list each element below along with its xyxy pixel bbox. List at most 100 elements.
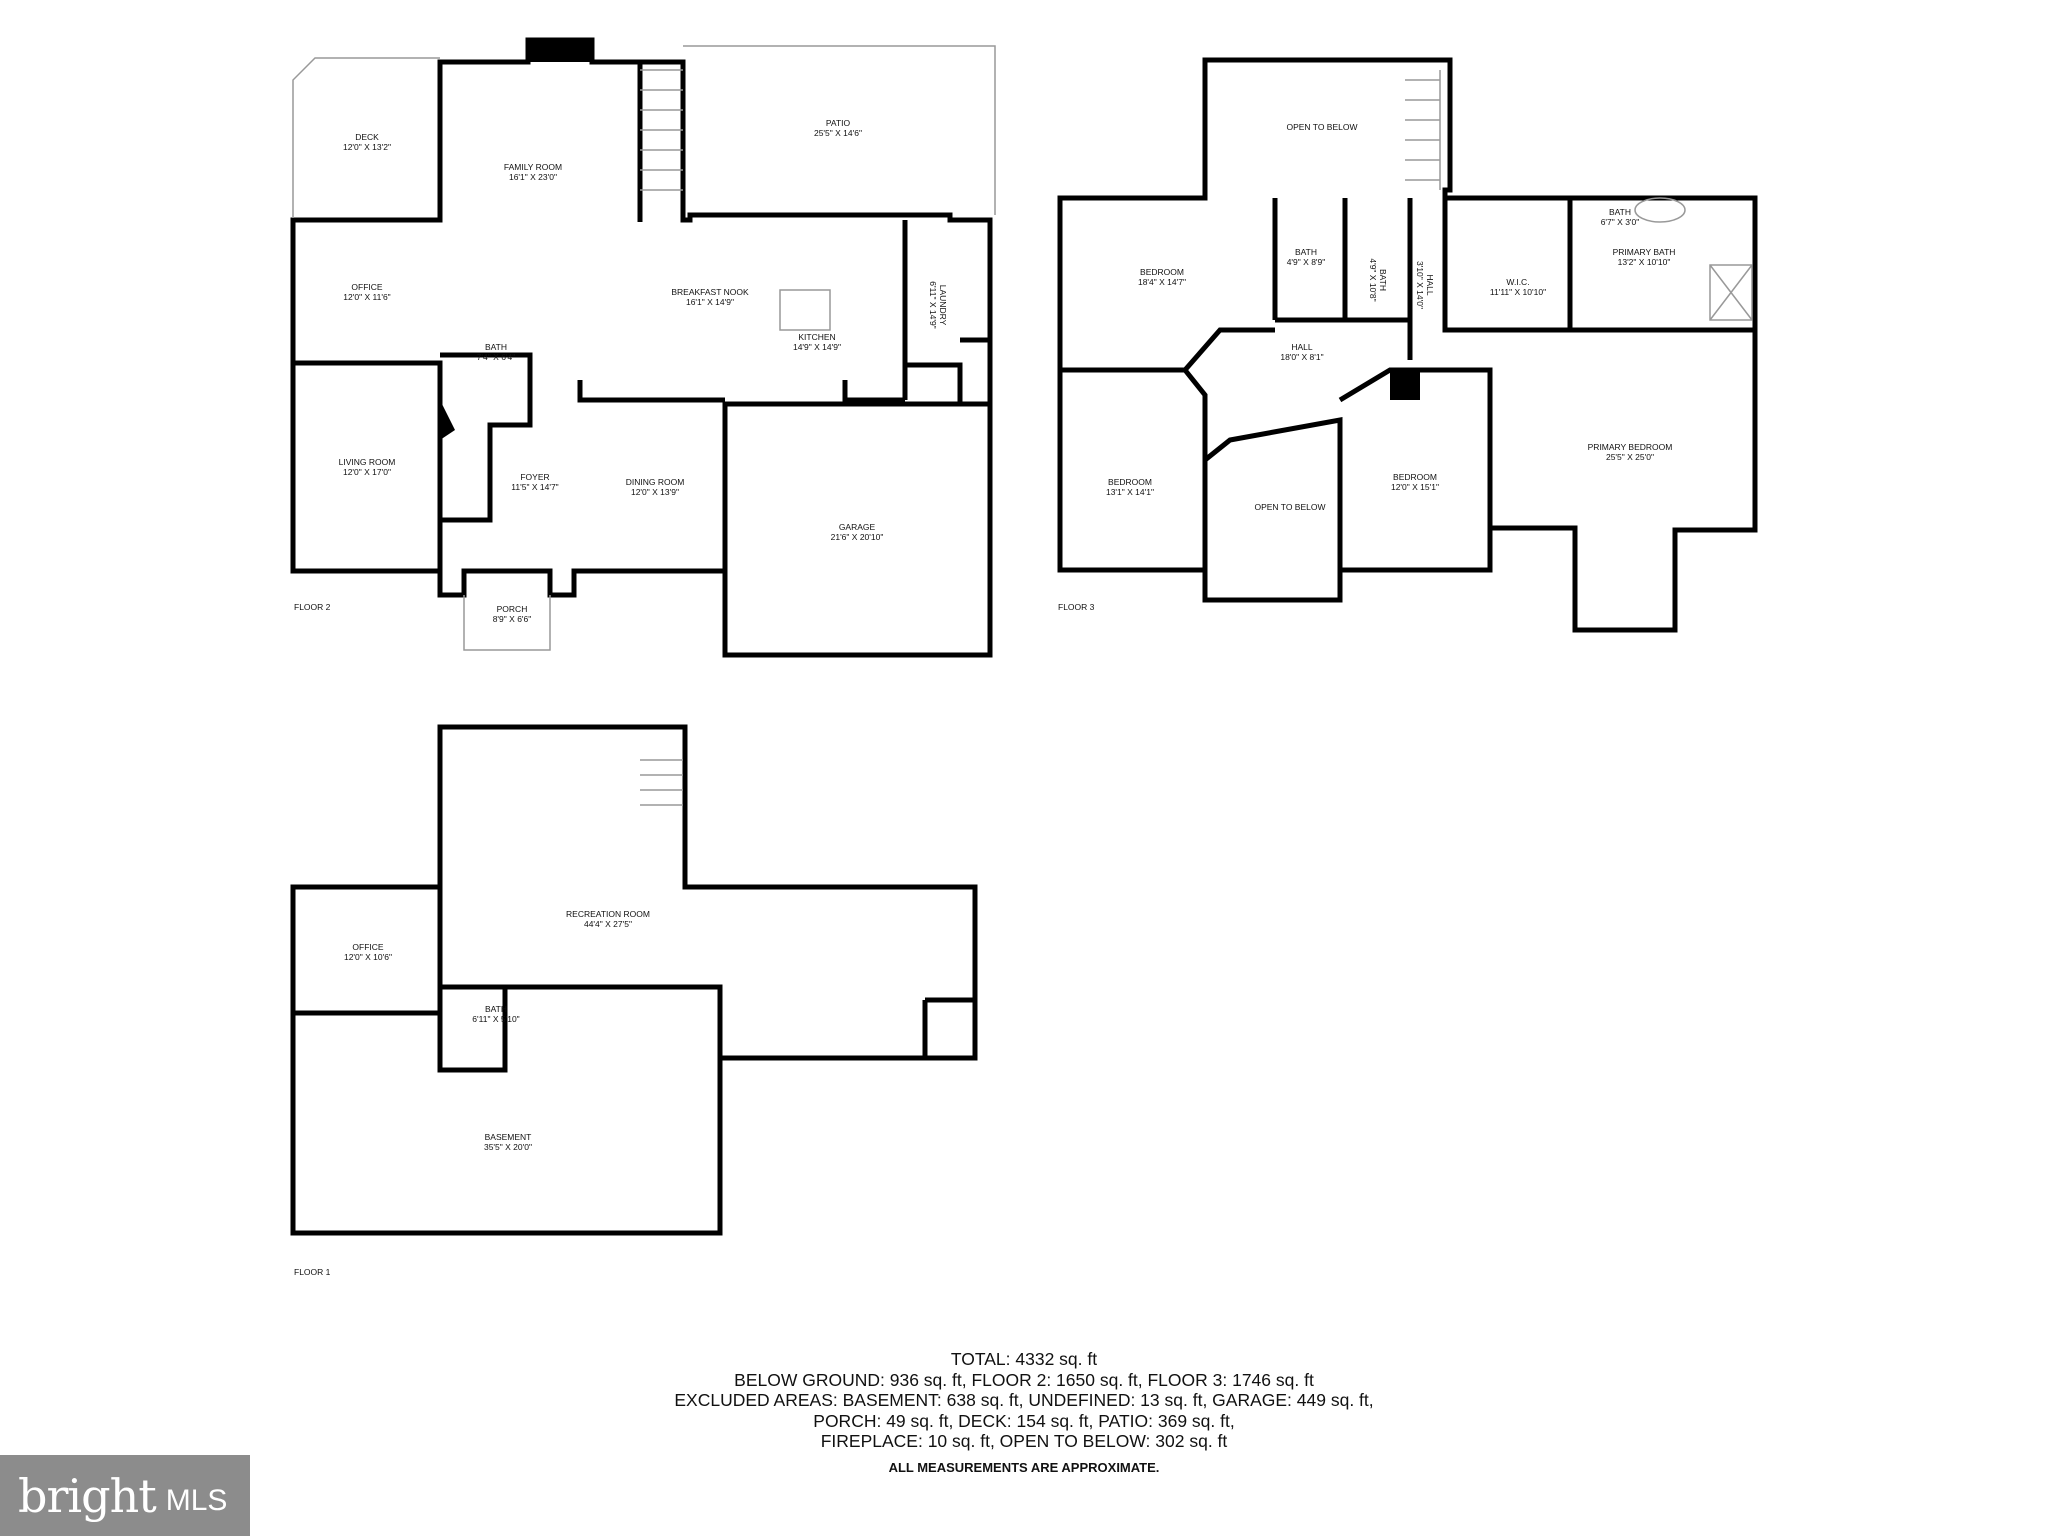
room-name: KITCHEN bbox=[798, 332, 835, 342]
room-dimensions: 12'0" X 13'2" bbox=[343, 142, 391, 152]
room-dimensions: 12'0" X 17'0" bbox=[343, 467, 391, 477]
logo-suffix: MLS bbox=[165, 1483, 228, 1517]
floor2-garage-walls bbox=[722, 404, 993, 658]
room-name: OPEN TO BELOW bbox=[1254, 502, 1325, 512]
totals-line: EXCLUDED AREAS: BASEMENT: 638 sq. ft, UN… bbox=[674, 1390, 1374, 1410]
room-name: BEDROOM bbox=[1393, 472, 1437, 482]
floor3-open-walls bbox=[1203, 417, 1343, 570]
room-name: DINING ROOM bbox=[626, 477, 685, 487]
room-name: GARAGE bbox=[839, 522, 876, 532]
room-dimensions: 12'0" X 13'9" bbox=[631, 487, 679, 497]
room-dimensions: 7'4" X 6'4" bbox=[477, 352, 516, 362]
floor3-main-walls bbox=[1057, 57, 1758, 633]
totals-line: FIREPLACE: 10 sq. ft, OPEN TO BELOW: 302… bbox=[820, 1431, 1228, 1451]
room-name: RECREATION ROOM bbox=[566, 909, 650, 919]
room-name: BATH bbox=[1378, 269, 1388, 291]
room-name: OFFICE bbox=[352, 942, 383, 952]
room-name: DECK bbox=[355, 132, 379, 142]
room-dimensions: 25'5" X 25'0" bbox=[1606, 452, 1654, 462]
room-name: PATIO bbox=[826, 118, 851, 128]
room-dimensions: 25'5" X 14'6" bbox=[814, 128, 862, 138]
logo-brand: bright bbox=[18, 1468, 157, 1523]
room-dimensions: 12'0" X 11'6" bbox=[343, 292, 390, 302]
stair-wedge-floor3 bbox=[1390, 370, 1420, 400]
room-name: OFFICE bbox=[351, 282, 382, 292]
shower bbox=[1709, 264, 1753, 321]
area-totals: TOTAL: 4332 sq. ft BELOW GROUND: 936 sq.… bbox=[0, 1349, 2048, 1478]
room-name: HALL bbox=[1425, 274, 1435, 296]
room-dimensions: 16'1" X 14'9" bbox=[686, 297, 734, 307]
room-name: BEDROOM bbox=[1108, 477, 1152, 487]
room-dimensions: 44'4" X 27'5" bbox=[584, 919, 632, 929]
room-name: OPEN TO BELOW bbox=[1286, 122, 1357, 132]
room-name: HALL bbox=[1291, 342, 1313, 352]
stair-wedge-floor2 bbox=[440, 400, 455, 440]
floor3-hall-walls bbox=[1407, 198, 1755, 360]
room-dimensions: 13'1" X 14'1" bbox=[1106, 487, 1154, 497]
primary-bath-tub bbox=[1634, 197, 1686, 223]
room-name: LAUNDRY bbox=[938, 285, 948, 326]
floor-label: FLOOR 3 bbox=[1058, 602, 1095, 612]
brand-logo: bright MLS bbox=[0, 1455, 250, 1536]
deck-outline bbox=[292, 57, 440, 218]
room-name: LIVING ROOM bbox=[339, 457, 396, 467]
room-label: OPEN TO BELOW bbox=[1254, 502, 1325, 512]
room-name: BREAKFAST NOOK bbox=[671, 287, 749, 297]
patio-outline bbox=[683, 45, 996, 215]
room-name: BATH bbox=[485, 1004, 507, 1014]
fireplace bbox=[528, 40, 592, 62]
room-dimensions: 16'1" X 23'0" bbox=[509, 172, 557, 182]
room-name: FAMILY ROOM bbox=[504, 162, 562, 172]
room-dimensions: 12'0" X 10'6" bbox=[344, 952, 392, 962]
room-name: W.I.C. bbox=[1506, 277, 1529, 287]
room-dimensions: 21'6" X 20'10" bbox=[831, 532, 884, 542]
room-name: PORCH bbox=[497, 604, 528, 614]
room-name: BATH bbox=[1609, 207, 1631, 217]
room-dimensions: 6'11" X 5'10" bbox=[472, 1014, 519, 1024]
floor2-foyer-walls bbox=[440, 352, 533, 523]
room-dimensions: 3'10" X 14'0" bbox=[1415, 261, 1425, 309]
porch-outline bbox=[463, 595, 551, 651]
room-dimensions: 18'4" X 14'7" bbox=[1138, 277, 1186, 287]
hall-stairs bbox=[1405, 70, 1441, 190]
room-name: PRIMARY BATH bbox=[1613, 247, 1676, 257]
floor2-laundry-walls bbox=[902, 220, 990, 404]
totals-line: PORCH: 49 sq. ft, DECK: 154 sq. ft, PATI… bbox=[813, 1410, 1235, 1431]
basement-stairs bbox=[640, 759, 683, 806]
room-dimensions: 14'9" X 14'9" bbox=[793, 342, 841, 352]
room-dimensions: 4'9" X 10'8" bbox=[1368, 258, 1378, 301]
floor3-bath-walls bbox=[1272, 198, 1410, 323]
room-name: BATH bbox=[1295, 247, 1317, 257]
room-name: BEDROOM bbox=[1140, 267, 1184, 277]
room-name: BASEMENT bbox=[485, 1132, 532, 1142]
floor-label: FLOOR 1 bbox=[294, 1267, 331, 1277]
floor-label: FLOOR 2 bbox=[294, 602, 331, 612]
room-name: BATH bbox=[485, 342, 507, 352]
room-dimensions: 11'11" X 10'10" bbox=[1490, 287, 1546, 297]
totals-line: TOTAL: 4332 sq. ft bbox=[950, 1349, 1098, 1369]
